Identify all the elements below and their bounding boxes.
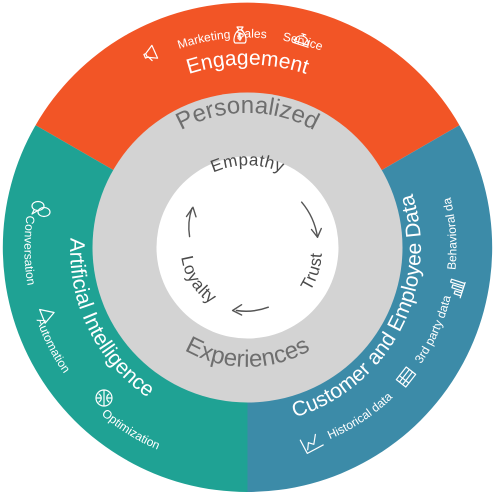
brain-icon xyxy=(95,389,113,407)
cycle-arrow-right xyxy=(300,201,322,238)
bar-chart-icon xyxy=(449,278,466,299)
money-bag-icon xyxy=(233,26,247,44)
center-disc xyxy=(156,156,339,339)
sales-label: Sales xyxy=(236,27,267,42)
svg-text:Sales: Sales xyxy=(236,27,267,42)
triangle-icon xyxy=(39,308,55,324)
chat-bubbles-icon xyxy=(31,200,51,218)
cycle-arrow-left xyxy=(185,206,197,238)
svg-text:Conversation: Conversation xyxy=(21,215,38,286)
megaphone-icon xyxy=(143,44,159,62)
database-icon xyxy=(395,366,417,388)
line-chart-icon xyxy=(299,433,324,455)
cycle-arrow-bottom xyxy=(231,304,269,316)
conversation-label: Conversation xyxy=(21,215,38,286)
service-bell-icon xyxy=(292,33,309,48)
